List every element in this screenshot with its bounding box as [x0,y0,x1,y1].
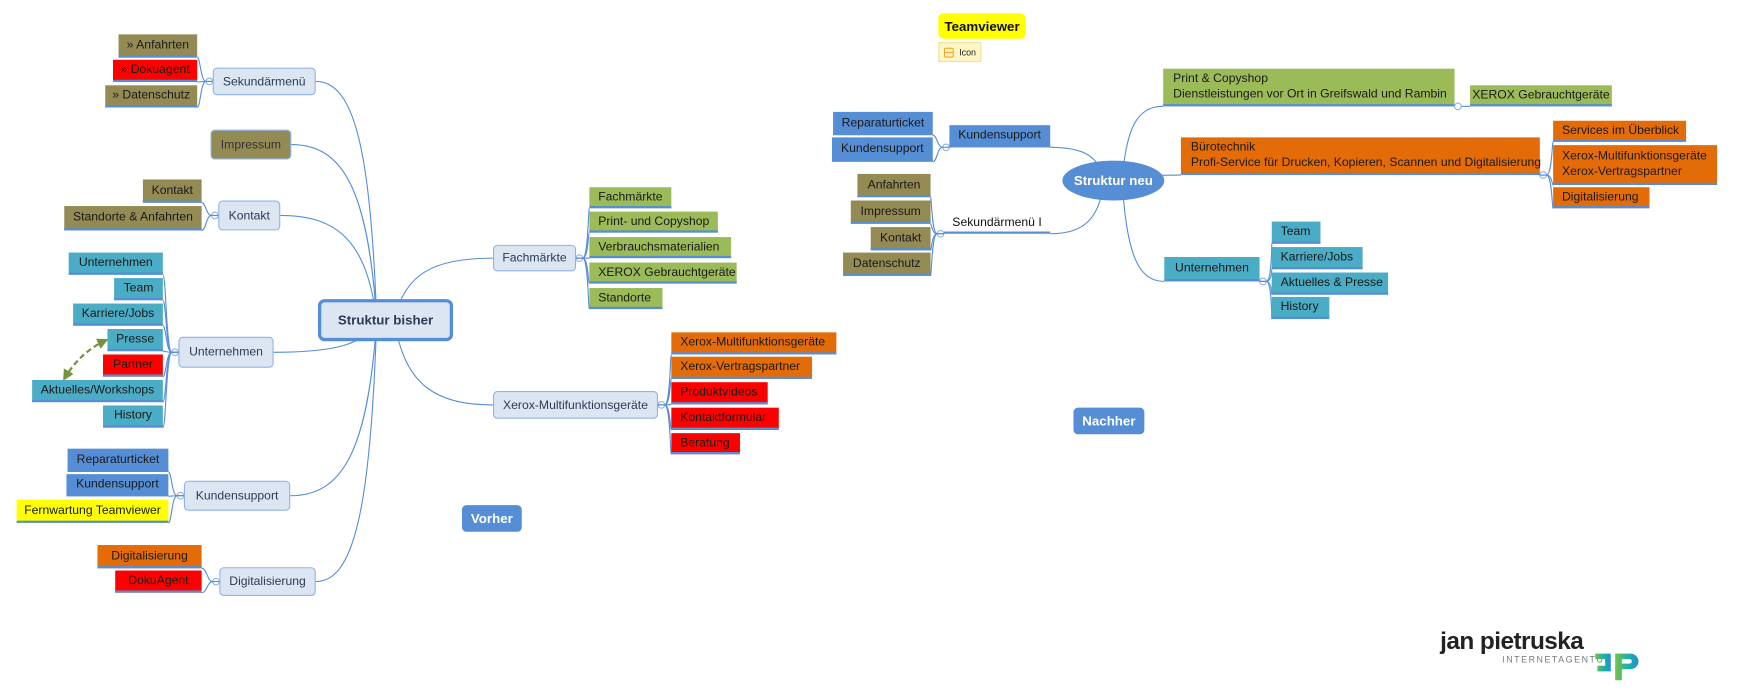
connector-line [162,299,179,353]
subtopic-presse[interactable]: Presse [107,329,163,352]
subtopic-fernwartung-teamviewer[interactable]: Fernwartung Teamviewer [16,499,169,523]
note-text: Icon [959,47,976,58]
subtopic-kundensupport[interactable]: Kundensupport [66,474,169,497]
connector-line [315,320,378,583]
central-topic-struktur-bisher[interactable]: Struktur bisher [317,299,454,342]
icon-note[interactable]: Icon [938,42,982,63]
subtopic-standorte-anfahrten[interactable]: Standorte & Anfahrten [64,206,202,231]
connector-line [658,404,672,455]
connector-line [658,353,672,406]
subtopic-fachmaerkte[interactable]: Fachmärkte [589,187,672,209]
connector-line [576,257,590,310]
connector-line [291,144,378,321]
connector-line [1539,174,1554,209]
connector-line [201,581,220,594]
subtopic-line: Xerox-Multifunktionsgeräte [1561,149,1707,163]
floating-topic-teamviewer[interactable]: Teamviewer [938,13,1026,39]
subtopic-datenschutz[interactable]: » Datenschutz [105,85,198,108]
connector-line [280,214,378,321]
subtopic-kontakt[interactable]: Kontakt [142,179,202,203]
topic-subtitle: Dienstleistungen vor Ort in Greifswald u… [1173,87,1447,101]
topic-title: Print & Copyshop [1173,72,1268,86]
topic-title: Bürotechnik [1190,140,1256,154]
connector-line [315,80,378,321]
topic-buerotechnik[interactable]: Bürotechnik Profi-Service für Drucken, K… [1180,137,1542,176]
topic-kontakt[interactable]: Kontakt [218,200,281,231]
subtopic-kontakt-neu[interactable]: Kontakt [870,227,931,251]
subtopic-services-ueberblick[interactable]: Services im Überblick [1553,120,1687,142]
subtopic-aktuelles-workshops[interactable]: Aktuelles/Workshops [32,379,163,403]
subtopic-digitalisierung-neu[interactable]: Digitalisierung [1553,187,1650,209]
logo-subtitle: INTERNETAGENTUR [1502,654,1613,665]
topic-sekundaermenue-neu[interactable]: Sekundärmenü I [943,213,1051,234]
subtopic-standorte[interactable]: Standorte [589,288,663,310]
subtopic-history-neu[interactable]: History [1271,296,1330,320]
topic-sekundaermenue[interactable]: Sekundärmenü [212,67,316,96]
subtopic-anfahrten[interactable]: » Anfahrten [118,34,198,58]
subtopic-produktvideos[interactable]: Produktvideos [671,382,768,405]
connector-line [932,146,950,163]
subtopic-xerox-gebrauchtgeraete-neu[interactable]: XEROX Gebrauchtgeräte [1470,85,1612,107]
connector-line [1121,180,1165,282]
label-vorher: Vorher [461,505,522,532]
relationship-arrow[interactable] [63,338,109,381]
subtopic-unternehmen[interactable]: Unternehmen [68,252,163,275]
subtopic-xerox-vertragspartner[interactable]: Xerox-Vertragspartner [671,356,813,379]
subtopic-beratung[interactable]: Beratung [671,433,741,455]
note-icon [943,47,954,58]
subtopic-karriere-jobs[interactable]: Karriere/Jobs [73,303,163,326]
topic-kundensupport[interactable]: Kundensupport [183,480,291,511]
subtopic-history[interactable]: History [103,405,163,428]
topic-print-copyshop[interactable]: Print & Copyshop Dienstleistungen vor Or… [1163,68,1455,107]
subtopic-dokuagent-2[interactable]: DokuAgent [115,570,202,593]
topic-impressum[interactable]: Impressum [210,129,292,160]
connector-line [201,214,219,231]
logo-name: jan pietruska [1440,627,1584,655]
subtopic-impressum-neu[interactable]: Impressum [850,200,931,224]
connector-line [162,325,179,353]
connector-line [1539,141,1554,176]
subtopic-verbrauchsmaterialien[interactable]: Verbrauchsmaterialien [589,237,732,259]
connector-line [290,320,378,497]
logo-mark-icon [1595,653,1639,681]
topic-digitalisierung[interactable]: Digitalisierung [219,567,316,596]
subtopic-team[interactable]: Team [114,278,163,301]
subtopic-print-copyshop[interactable]: Print- und Copyshop [589,211,718,233]
subtopic-partner[interactable]: Partner [103,354,163,377]
label-nachher: Nachher [1073,407,1145,435]
central-topic-struktur-neu[interactable]: Struktur neu [1062,160,1165,201]
subtopic-reparaturticket-neu[interactable]: Reparaturticket [833,111,933,136]
topic-xerox-multifunktionsgeraete[interactable]: Xerox-Multifunktionsgeräte [492,391,659,419]
subtopic-reparaturticket[interactable]: Reparaturticket [67,448,169,472]
subtopic-kontaktformular[interactable]: Kontaktformular [671,407,779,430]
subtopic-xerox-multifunktionsgeraete[interactable]: Xerox-Multifunktionsgeräte [671,332,837,355]
connector-line [162,351,179,429]
subtopic-team-neu[interactable]: Team [1271,221,1321,244]
connector-line [576,207,590,259]
subtopic-dokuagent[interactable]: » Dokuagent [112,59,198,82]
connector-line [196,80,213,109]
topic-unternehmen[interactable]: Unternehmen [178,336,274,368]
connector-line [1259,243,1273,282]
connector-line [930,233,944,277]
subtopic-xerox-gebrauchtgeraete[interactable]: XEROX Gebrauchtgeräte [589,262,737,284]
subtopic-digitalisierung[interactable]: Digitalisierung [97,545,202,569]
subtopic-line: Xerox-Vertragspartner [1561,165,1682,179]
subtopic-kundensupport-neu[interactable]: Kundensupport [831,137,933,162]
topic-kundensupport-neu[interactable]: Kundensupport [949,125,1051,148]
connector-line [1259,280,1273,320]
subtopic-xerox-multifunktion-vertragspartner[interactable]: Xerox-Multifunktionsgeräte Xerox-Vertrag… [1553,145,1718,186]
connector-line [162,351,179,403]
topic-subtitle: Profi-Service für Drucken, Kopieren, Sca… [1190,156,1542,170]
collapse-toggle-icon[interactable] [1453,102,1462,111]
topic-fachmaerkte[interactable]: Fachmärkte [492,244,577,272]
connector-line [167,495,184,524]
subtopic-anfahrten-neu[interactable]: Anfahrten [857,173,931,198]
subtopic-aktuelles-presse-neu[interactable]: Aktuelles & Presse [1271,272,1389,295]
subtopic-karriere-jobs-neu[interactable]: Karriere/Jobs [1271,247,1363,270]
subtopic-datenschutz-neu[interactable]: Datenschutz [843,252,931,276]
topic-unternehmen-neu[interactable]: Unternehmen [1164,257,1260,282]
